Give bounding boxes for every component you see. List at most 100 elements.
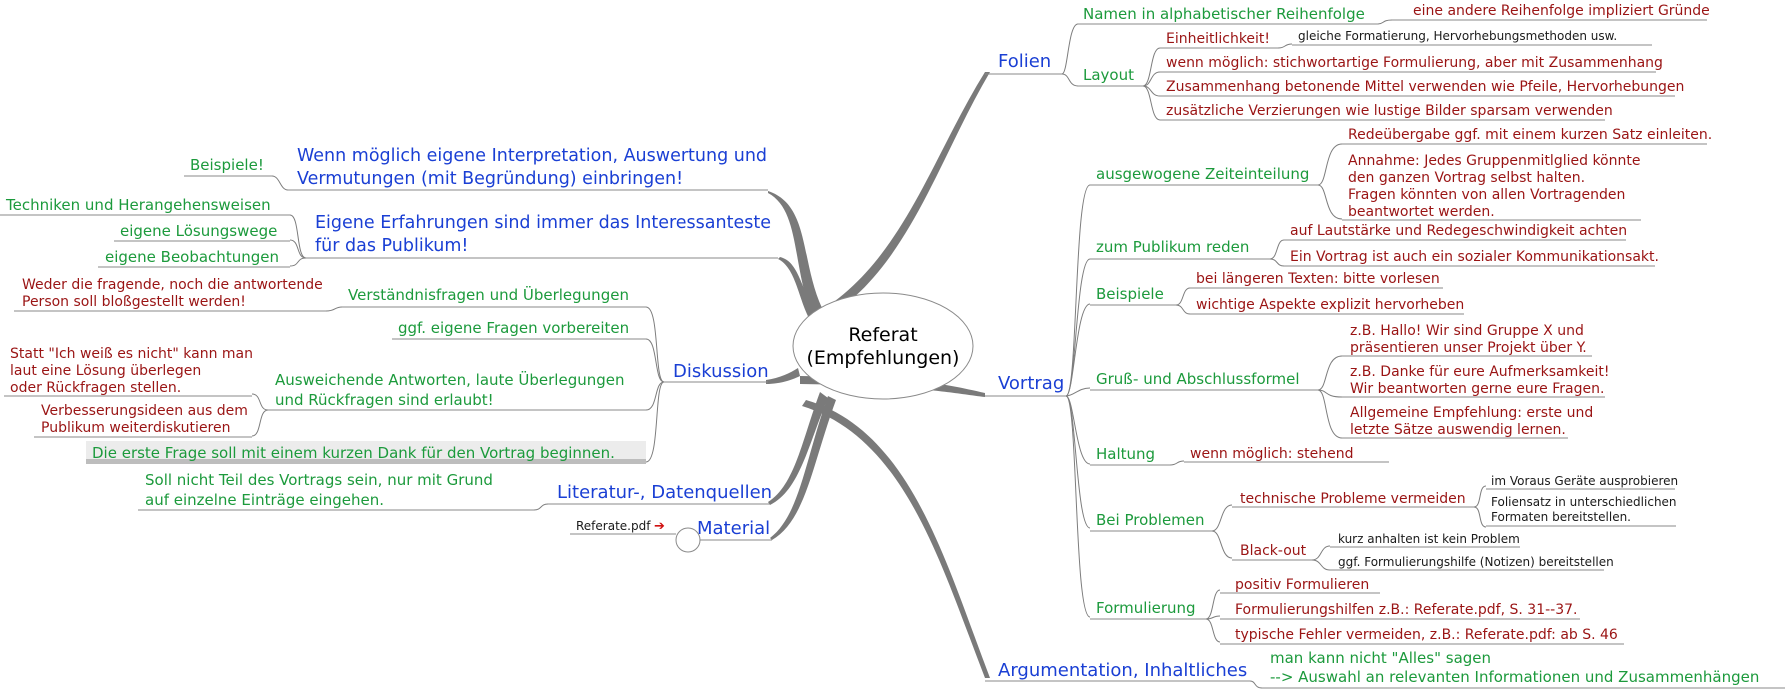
interpretation-line1: Wenn möglich eigene Interpretation, Ausw… — [297, 146, 767, 166]
layout-item-3[interactable]: zusätzliche Verzierungen wie lustige Bil… — [1160, 103, 1613, 121]
erste-label: Die erste Frage soll mit einem kurzen Da… — [92, 444, 615, 462]
node-verst[interactable]: Verständnisfragen und Überlegungen — [342, 285, 646, 308]
node-interpretation[interactable]: Wenn möglich eigene Interpretation, Ausw… — [288, 146, 768, 191]
branch-literatur — [768, 392, 828, 505]
node-fragen[interactable]: ggf. eigene Fragen vorbereiten — [392, 319, 646, 340]
layout-item-1[interactable]: wenn möglich: stichwortartige Formulieru… — [1160, 55, 1663, 73]
einheit-note: gleiche Formatierung, Hervorhebungsmetho… — [1298, 29, 1617, 43]
argumentation-to-note — [1249, 680, 1263, 689]
node-folien[interactable]: Folien — [985, 51, 1062, 75]
node-erfahrungen-sub1[interactable]: Techniken und Herangehensweisen — [0, 196, 290, 216]
black-to-b — [1311, 559, 1331, 571]
material-label: Material — [697, 518, 770, 539]
zeit-b-line2: den ganzen Vortrag selbst halten. — [1348, 170, 1585, 186]
node-formulierung-c[interactable]: typische Fehler vermeiden, z.B.: Referat… — [1220, 627, 1624, 645]
node-black[interactable]: Black-out — [1232, 543, 1312, 561]
branch-argumentation — [802, 400, 990, 678]
node-material[interactable]: Material — [688, 518, 772, 541]
node-einheit-note[interactable]: gleiche Formatierung, Hervorhebungsmetho… — [1292, 29, 1652, 46]
center-node[interactable]: Referat (Empfehlungen) — [792, 292, 974, 400]
node-gruss-a[interactable]: z.B. Hallo! Wir sind Gruppe X und präsen… — [1342, 323, 1592, 357]
node-argumentation[interactable]: Argumentation, Inhaltliches — [985, 660, 1250, 682]
vortrag-label: Vortrag — [998, 373, 1064, 394]
node-erfahrungen-sub3[interactable]: eigene Beobachtungen — [98, 248, 290, 268]
fragen-label: ggf. eigene Fragen vorbereiten — [398, 319, 629, 337]
haltung-label: Haltung — [1096, 445, 1155, 463]
namen-label: Namen in alphabetischer Reihenfolge — [1083, 5, 1365, 23]
node-ausw[interactable]: Ausweichende Antworten, laute Überlegung… — [268, 370, 646, 411]
literatur-note-line1: Soll nicht Teil des Vortrags sein, nur m… — [145, 471, 493, 489]
probleme-to-tech — [1211, 504, 1233, 532]
node-black-a[interactable]: kurz anhalten ist kein Problem — [1330, 532, 1520, 548]
node-vortrag[interactable]: Vortrag — [985, 373, 1066, 397]
node-black-b[interactable]: ggf. Formulierungshilfe (Notizen) bereit… — [1330, 555, 1614, 571]
node-argumentation-note[interactable]: man kann nicht "Alles" sagen --> Auswahl… — [1262, 649, 1785, 689]
node-publikum-a[interactable]: auf Lautstärke und Redegeschwindigkeit a… — [1284, 223, 1627, 241]
node-namen-note[interactable]: eine andere Reihenfolge impliziert Gründ… — [1392, 3, 1710, 21]
node-haltung-a[interactable]: wenn möglich: stehend — [1184, 446, 1389, 463]
interpretation-to-sub — [271, 175, 289, 191]
node-beispiele-b[interactable]: wichtige Aspekte explizit hervorheben — [1190, 297, 1464, 315]
node-interpretation-sub[interactable]: Beispiele! — [184, 156, 272, 177]
node-beispiele-a[interactable]: bei längeren Texten: bitte vorlesen — [1190, 271, 1443, 289]
node-publikum-b[interactable]: Ein Vortrag ist auch ein sozialer Kommun… — [1284, 249, 1659, 267]
node-literatur[interactable]: Literatur-, Datenquellen — [548, 482, 772, 505]
layout-item-2-text: Zusammenhang betonende Mittel verwenden … — [1166, 79, 1684, 95]
node-haltung[interactable]: Haltung — [1090, 445, 1170, 466]
ausw-a-line2: laut eine Lösung überlegen — [10, 363, 201, 379]
zeit-to-b — [1317, 184, 1343, 220]
node-gruss-c[interactable]: Allgemeine Empfehlung: erste und letzte … — [1342, 405, 1593, 439]
node-namen[interactable]: Namen in alphabetischer Reihenfolge — [1078, 5, 1378, 25]
node-formulierung-a[interactable]: positiv Formulieren — [1220, 577, 1380, 594]
formulierung-to-b — [1205, 615, 1221, 620]
argumentation-note-line2: --> Auswahl an relevanten Informationen … — [1270, 668, 1759, 686]
gruss-label: Gruß- und Abschlussformel — [1096, 370, 1300, 388]
node-material-file[interactable]: Referate.pdf ➔ — [570, 519, 676, 535]
tech-b-line2: Formaten bereitstellen. — [1491, 510, 1631, 524]
link-arrow-icon: ➔ — [654, 519, 665, 534]
node-gruss-b[interactable]: z.B. Danke für eure Aufmerksamkeit! Wir … — [1342, 364, 1609, 398]
node-gruss[interactable]: Gruß- und Abschlussformel — [1090, 370, 1318, 391]
layout-to-item1 — [1142, 71, 1161, 87]
erste-highlight — [86, 441, 646, 462]
node-verst-note[interactable]: Weder die fragende, noch die antwortende… — [14, 277, 326, 312]
argumentation-label: Argumentation, Inhaltliches — [998, 660, 1247, 681]
gruss-b-line2: Wir beantworten gerne eure Fragen. — [1350, 381, 1604, 397]
black-label: Black-out — [1240, 543, 1307, 559]
node-tech[interactable]: technische Probleme vermeiden — [1232, 491, 1474, 508]
node-probleme[interactable]: Bei Problemen — [1090, 511, 1212, 532]
diskussion-label: Diskussion — [673, 361, 769, 382]
publikum-to-b — [1269, 258, 1285, 267]
erfahrungen-sub2-text: eigene Lösungswege — [120, 222, 277, 240]
node-formulierung-b[interactable]: Formulierungshilfen z.B.: Referate.pdf, … — [1220, 602, 1580, 620]
formulierung-to-c — [1205, 618, 1221, 643]
node-ausw-b[interactable]: Verbesserungsideen aus dem Publikum weit… — [34, 403, 252, 438]
node-zeit-b[interactable]: Annahme: Jedes Gruppenmitlglied könnte d… — [1342, 153, 1641, 221]
ausw-to-b — [251, 409, 269, 437]
node-tech-b[interactable]: Foliensatz in unterschiedlichen Formaten… — [1486, 495, 1677, 527]
node-erfahrungen-sub2[interactable]: eigene Lösungswege — [114, 222, 290, 242]
node-erste[interactable]: Die erste Frage soll mit einem kurzen Da… — [86, 441, 646, 464]
verst-label: Verständnisfragen und Überlegungen — [348, 285, 629, 304]
node-ausw-a[interactable]: Statt "Ich weiß es nicht" kann man laut … — [4, 346, 253, 397]
diskussion-to-fragen — [645, 338, 665, 383]
zeit-b-line4: beantwortet werden. — [1348, 204, 1495, 220]
node-tech-a[interactable]: im Voraus Geräte ausprobieren — [1486, 474, 1678, 490]
node-publikum[interactable]: zum Publikum reden — [1090, 238, 1270, 260]
node-beispiele[interactable]: Beispiele — [1090, 285, 1176, 306]
node-layout[interactable]: Layout — [1078, 66, 1143, 87]
node-formulierung[interactable]: Formulierung — [1090, 599, 1206, 620]
node-literatur-note[interactable]: Soll nicht Teil des Vortrags sein, nur m… — [138, 471, 534, 511]
node-diskussion[interactable]: Diskussion — [664, 361, 769, 383]
folien-label: Folien — [998, 51, 1051, 72]
node-zeit-a[interactable]: Redeübergabe ggf. mit einem kurzen Satz … — [1342, 127, 1712, 145]
beispiele-a-text: bei längeren Texten: bitte vorlesen — [1196, 271, 1440, 287]
node-zeit[interactable]: ausgewogene Zeiteinteilung — [1090, 165, 1318, 186]
branch-diskussion — [766, 368, 800, 384]
beispiele-to-b — [1175, 304, 1191, 315]
layout-item-2[interactable]: Zusammenhang betonende Mittel verwenden … — [1160, 79, 1684, 97]
layout-item-3-text: zusätzliche Verzierungen wie lustige Bil… — [1166, 103, 1613, 119]
material-collapse-circle[interactable] — [675, 527, 701, 553]
node-einheit[interactable]: Einheitlichkeit! — [1160, 31, 1278, 49]
node-erfahrungen[interactable]: Eigene Erfahrungen sind immer das Intere… — [306, 213, 778, 259]
